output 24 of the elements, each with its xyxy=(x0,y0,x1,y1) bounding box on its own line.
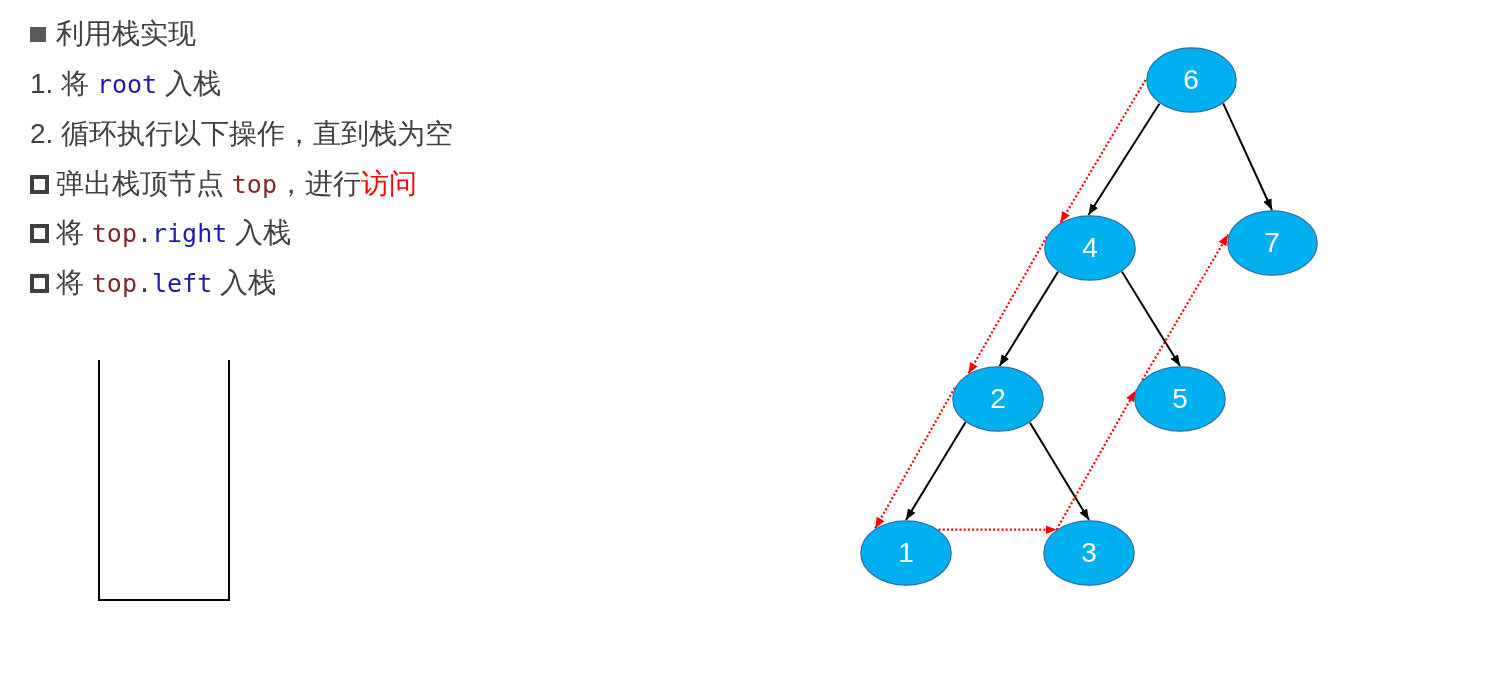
dotted-arrow xyxy=(874,387,956,530)
dotted-arrow xyxy=(1055,389,1137,531)
arrow xyxy=(1121,270,1181,367)
list-text: 弹出栈顶节点 top，进行访问 xyxy=(56,167,417,201)
tree-node: 2 xyxy=(952,366,1044,432)
tree-node: 3 xyxy=(1043,520,1135,586)
list-text: 1. 将 root 入栈 xyxy=(30,67,221,101)
list-text: 2. 循环执行以下操作，直到栈为空 xyxy=(30,117,454,151)
dotted-arrow xyxy=(1059,79,1147,224)
dotted-arrow xyxy=(938,525,1057,535)
tree-node: 6 xyxy=(1145,47,1237,113)
arrow xyxy=(998,270,1059,367)
tree-node: 4 xyxy=(1044,215,1136,281)
arrow xyxy=(1222,102,1273,211)
list-text: 将 top.left 入栈 xyxy=(56,266,276,300)
tree-node: 1 xyxy=(860,520,952,586)
list-text: 利用栈实现 xyxy=(56,17,196,51)
arrow xyxy=(1029,421,1090,521)
dotted-arrow xyxy=(967,236,1048,375)
tree-node: 7 xyxy=(1226,210,1318,276)
tree-node: 5 xyxy=(1134,366,1226,432)
arrow xyxy=(1087,102,1161,216)
arrow xyxy=(905,421,967,521)
list-text: 将 top.right 入栈 xyxy=(56,216,292,250)
